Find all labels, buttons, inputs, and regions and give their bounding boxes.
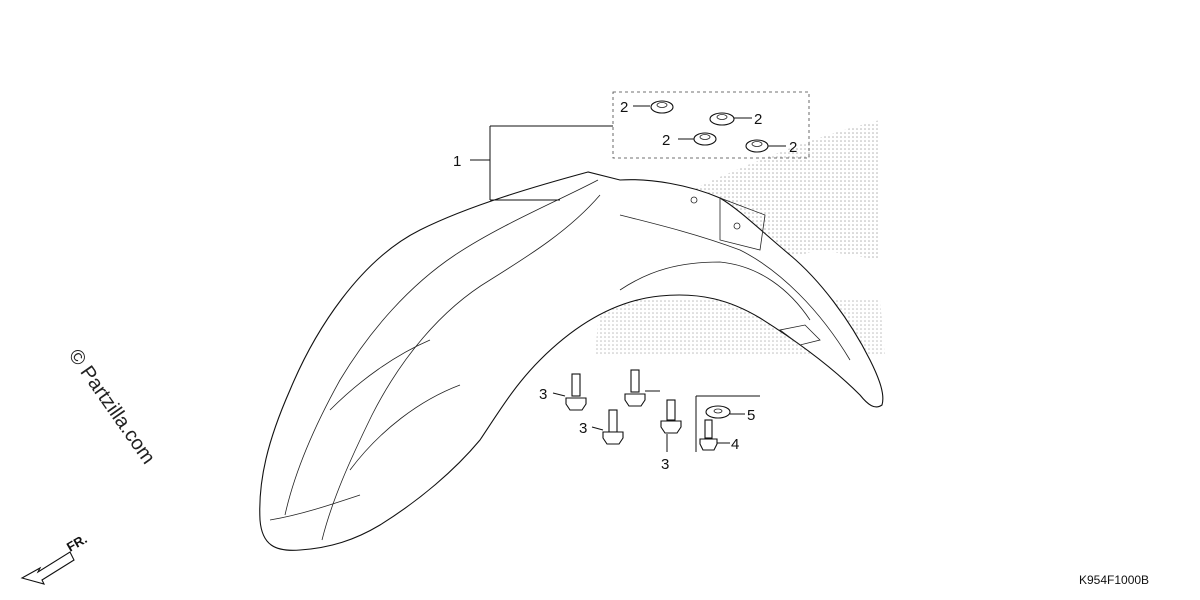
callout-3a: 3 <box>539 386 547 403</box>
bolt-4 <box>699 419 730 451</box>
diagram-code: K954F1000B <box>1079 573 1149 587</box>
callout-4: 4 <box>731 436 739 453</box>
direction-label: FR. <box>64 531 90 554</box>
bolt-3d <box>660 399 682 452</box>
callout-3b: 3 <box>579 420 587 437</box>
grommet-2d <box>745 139 786 153</box>
bolt-3b <box>624 369 660 407</box>
callout-1: 1 <box>453 153 461 170</box>
grommet-2c <box>678 132 717 146</box>
callout-2c: 2 <box>662 132 670 149</box>
front-fender <box>259 171 884 551</box>
callout-2a: 2 <box>620 99 628 116</box>
bolt-3c <box>591 409 624 445</box>
watermark: © Partzilla.com <box>64 345 159 468</box>
bolt-3a <box>552 373 587 411</box>
grommet-2a <box>633 100 674 114</box>
callout-2d: 2 <box>789 139 797 156</box>
front-direction-arrow: FR. <box>20 531 90 585</box>
washer-5 <box>705 405 745 419</box>
washer-group-box <box>612 91 810 159</box>
callout-1-bracket <box>470 125 613 201</box>
callout-2b: 2 <box>754 111 762 128</box>
callout-5: 5 <box>747 407 755 424</box>
callout-3c: 3 <box>661 456 669 473</box>
grommet-2b <box>709 112 752 126</box>
bolt-washer-bracket <box>695 395 760 452</box>
